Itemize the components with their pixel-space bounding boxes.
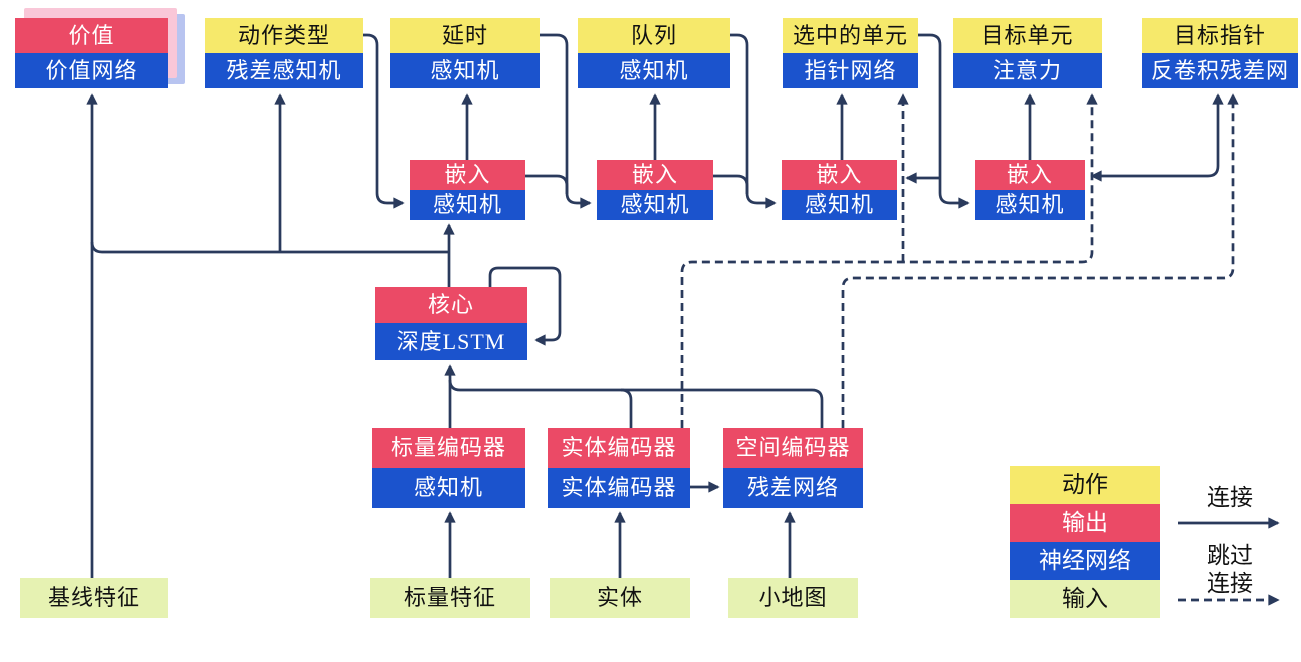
node-target-unit: 目标单元注意力 bbox=[953, 18, 1102, 88]
node-embed-1-row-0: 嵌入 bbox=[410, 160, 525, 190]
edge-embed-2-chain bbox=[713, 174, 749, 194]
node-scalar-features-row-0: 标量特征 bbox=[370, 578, 530, 618]
node-embed-2-row-1: 感知机 bbox=[597, 190, 713, 220]
node-embed-3: 嵌入感知机 bbox=[782, 160, 897, 220]
node-baseline-features: 基线特征 bbox=[20, 578, 168, 618]
edge-embed-1-chain bbox=[525, 174, 569, 194]
edge-spatial-encoder-merge bbox=[448, 379, 824, 428]
node-embed-2-row-0: 嵌入 bbox=[597, 160, 713, 190]
node-target-pointer: 目标指针反卷积残差网 bbox=[1142, 18, 1298, 88]
node-spatial-encoder-row-1: 残差网络 bbox=[723, 468, 863, 508]
node-embed-4: 嵌入感知机 bbox=[975, 160, 1085, 220]
skip-spatial-encoder bbox=[841, 93, 1239, 428]
node-baseline-features-row-0: 基线特征 bbox=[20, 578, 168, 618]
node-embed-2: 嵌入感知机 bbox=[597, 160, 713, 220]
edge-delay-to-embed-2 bbox=[540, 33, 592, 209]
node-core: 核心深度LSTM bbox=[375, 287, 527, 360]
node-scalar-encoder-row-0: 标量编码器 bbox=[372, 428, 525, 468]
edge-queue-to-embed-3 bbox=[730, 33, 777, 209]
edge-entity-encoder-merge bbox=[620, 388, 633, 428]
node-embed-4-row-0: 嵌入 bbox=[975, 160, 1085, 190]
node-embed-4-row-1: 感知机 bbox=[975, 190, 1085, 220]
node-spatial-encoder: 空间编码器残差网络 bbox=[723, 428, 863, 508]
node-core-row-0: 核心 bbox=[375, 287, 527, 323]
node-entities-row-0: 实体 bbox=[550, 578, 690, 618]
node-action-type-row-0: 动作类型 bbox=[205, 18, 363, 53]
legend-dashed-arrow-label-2: 连接 bbox=[1207, 571, 1253, 596]
edge-core-output-left bbox=[90, 241, 449, 254]
node-scalar-encoder: 标量编码器感知机 bbox=[372, 428, 525, 508]
edge-core-self-loop bbox=[488, 266, 562, 346]
skip-entity-encoder bbox=[680, 93, 1098, 428]
legend-swatch-1: 输出 bbox=[1010, 504, 1160, 542]
legend-solid-arrow-label: 连接 bbox=[1207, 485, 1253, 510]
node-target-pointer-row-1: 反卷积残差网 bbox=[1142, 53, 1298, 88]
legend-swatch-2: 神经网络 bbox=[1010, 542, 1160, 580]
node-selected-units-row-0: 选中的单元 bbox=[783, 18, 918, 53]
legend-dashed-arrow-label-1: 跳过 bbox=[1207, 543, 1253, 568]
node-target-unit-row-1: 注意力 bbox=[953, 53, 1102, 88]
node-target-unit-row-0: 目标单元 bbox=[953, 18, 1102, 53]
node-action-type: 动作类型残差感知机 bbox=[205, 18, 363, 88]
node-value-row-0: 价值 bbox=[15, 18, 168, 53]
node-value: 价值价值网络 bbox=[15, 18, 168, 88]
node-entity-encoder-row-0: 实体编码器 bbox=[548, 428, 690, 468]
edge-action-type-to-embed-1 bbox=[363, 33, 405, 209]
node-delay: 延时感知机 bbox=[390, 18, 540, 88]
node-selected-units-row-1: 指针网络 bbox=[783, 53, 918, 88]
node-spatial-encoder-row-0: 空间编码器 bbox=[723, 428, 863, 468]
node-entities: 实体 bbox=[550, 578, 690, 618]
node-scalar-encoder-row-1: 感知机 bbox=[372, 468, 525, 508]
node-action-type-row-1: 残差感知机 bbox=[205, 53, 363, 88]
node-scalar-features: 标量特征 bbox=[370, 578, 530, 618]
node-entity-encoder: 实体编码器实体编码器 bbox=[548, 428, 690, 508]
node-embed-3-row-1: 感知机 bbox=[782, 190, 897, 220]
legend-swatch-0: 动作 bbox=[1010, 466, 1160, 504]
node-delay-row-1: 感知机 bbox=[390, 53, 540, 88]
legend-swatch-3: 输入 bbox=[1010, 580, 1160, 618]
edge-selected-units-to-embed-4 bbox=[918, 33, 970, 209]
node-embed-3-row-0: 嵌入 bbox=[782, 160, 897, 190]
node-target-pointer-row-0: 目标指针 bbox=[1142, 18, 1298, 53]
node-selected-units: 选中的单元指针网络 bbox=[783, 18, 918, 88]
node-queue-row-0: 队列 bbox=[578, 18, 730, 53]
node-delay-row-0: 延时 bbox=[390, 18, 540, 53]
node-embed-1-row-1: 感知机 bbox=[410, 190, 525, 220]
node-queue: 队列感知机 bbox=[578, 18, 730, 88]
edge-embed-4-to-target-pointer bbox=[1090, 93, 1224, 182]
node-minimap: 小地图 bbox=[728, 578, 858, 618]
node-embed-1: 嵌入感知机 bbox=[410, 160, 525, 220]
node-value-row-1: 价值网络 bbox=[15, 53, 168, 88]
node-minimap-row-0: 小地图 bbox=[728, 578, 858, 618]
node-core-row-1: 深度LSTM bbox=[375, 323, 527, 360]
node-entity-encoder-row-1: 实体编码器 bbox=[548, 468, 690, 508]
node-queue-row-1: 感知机 bbox=[578, 53, 730, 88]
